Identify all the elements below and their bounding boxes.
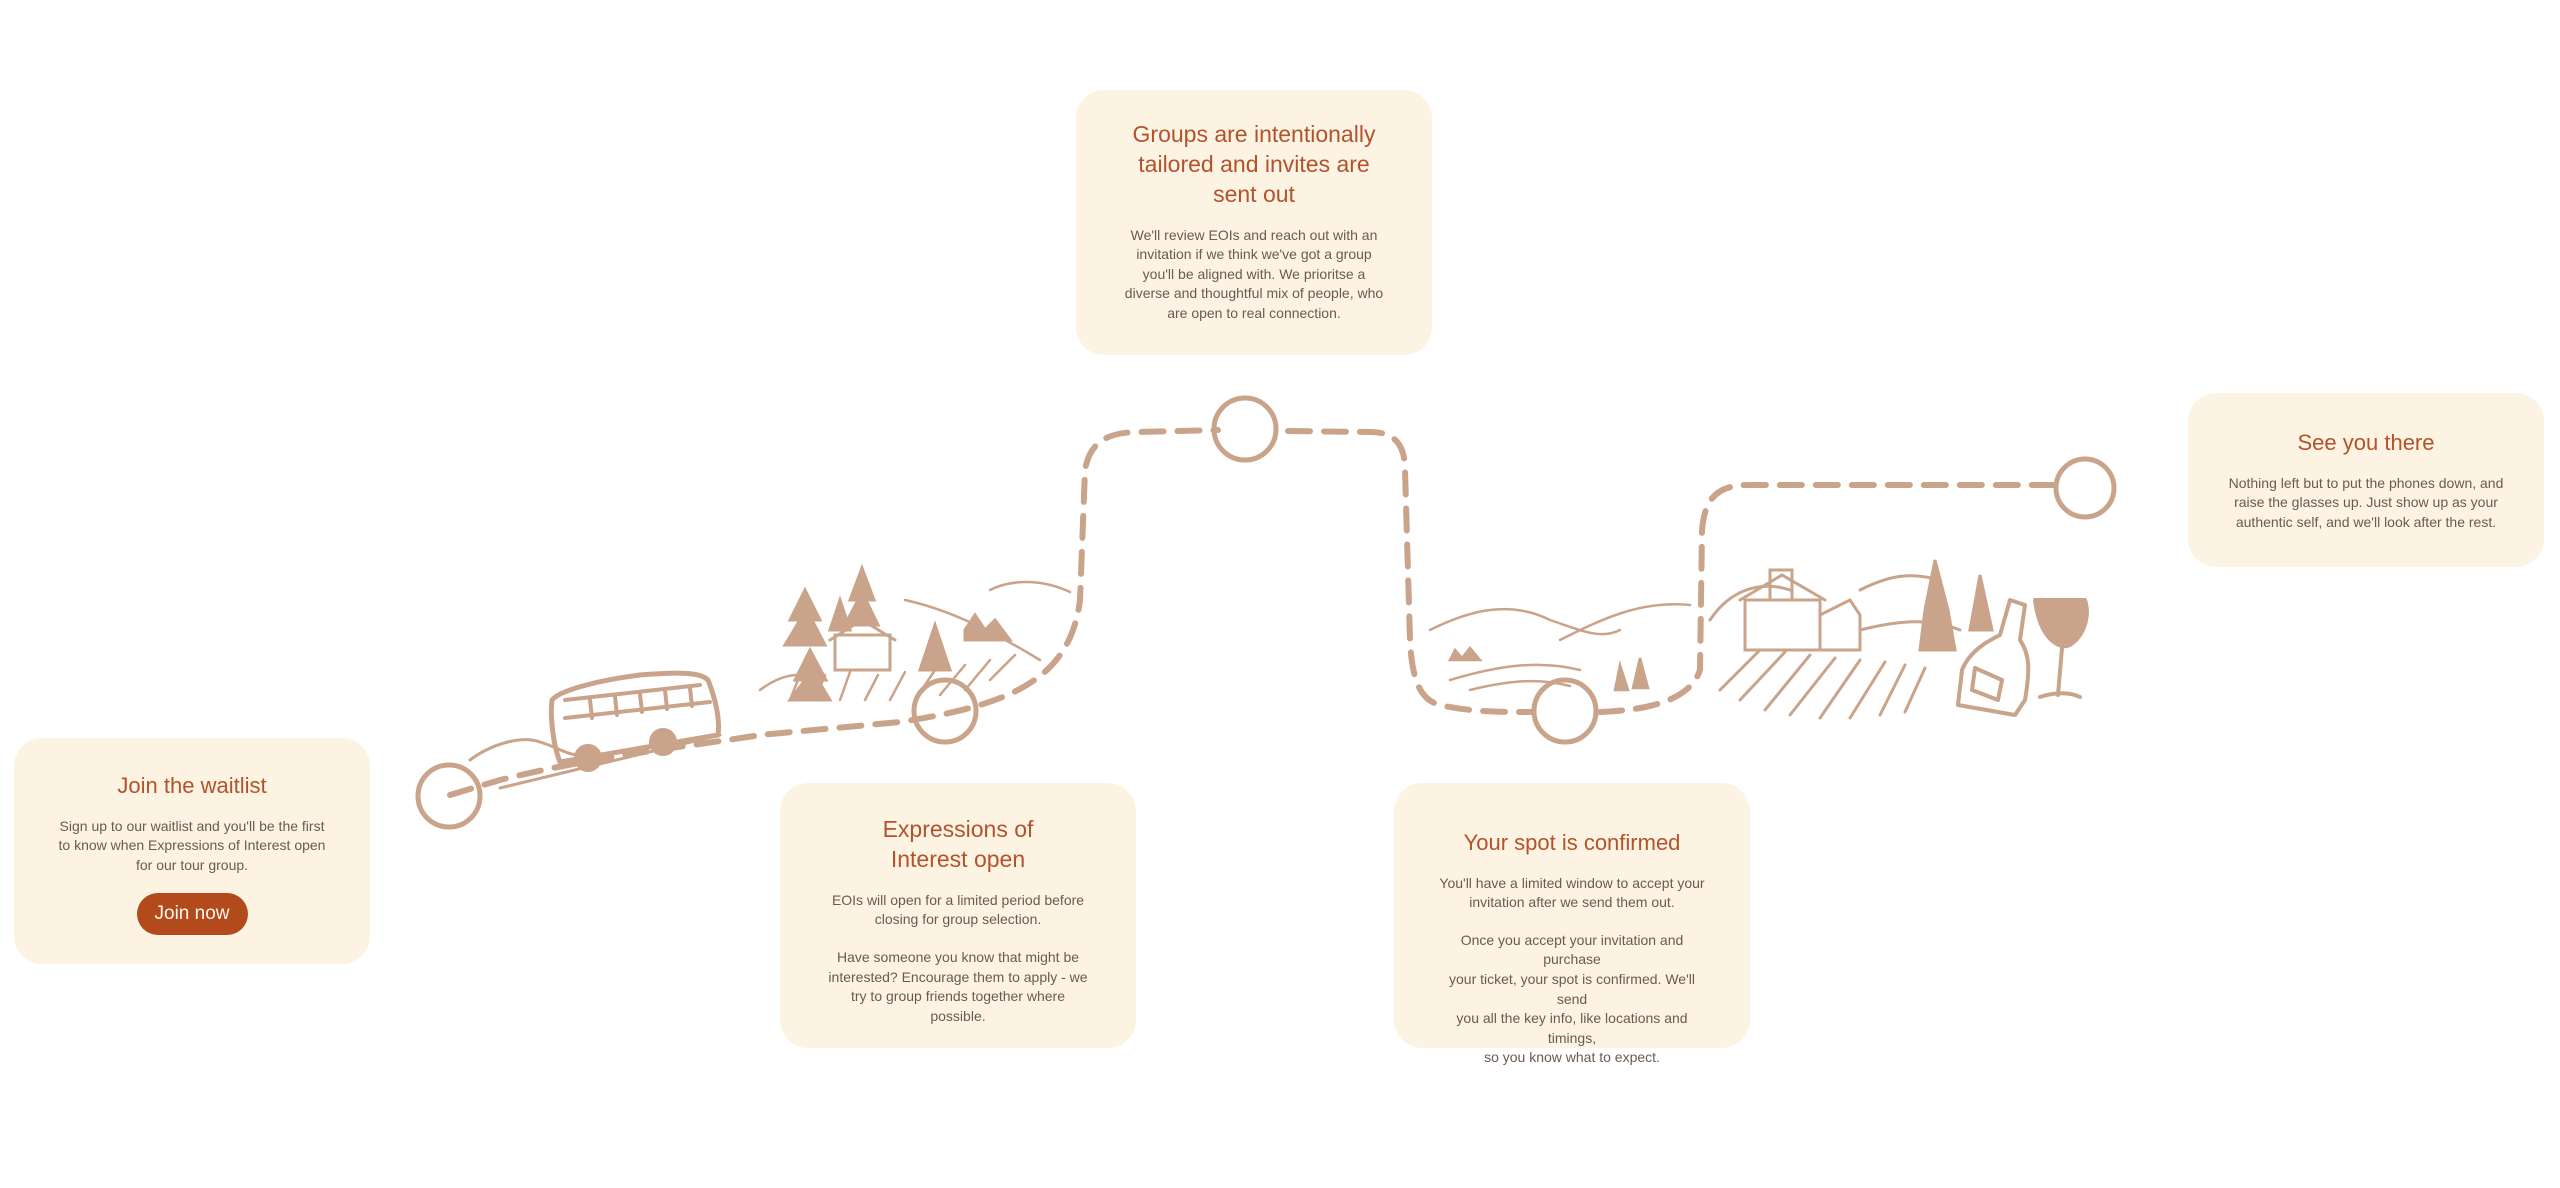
step-title: Expressions of Interest open [882,816,1034,872]
step-card-see-you-there: See you there Nothing left but to put th… [2188,393,2544,567]
step-description: EOIs will open for a limited period befo… [831,891,1085,928]
step-card-spot-confirmed: Your spot is confirmed You'll have a lim… [1394,783,1750,1065]
step-marker-2 [911,677,979,745]
step-title: See you there [2297,430,2435,455]
step-description: We'll review EOIs and reach out with an … [1124,226,1384,322]
step-description: Sign up to our waitlist and you'll be th… [58,817,326,873]
step-card-join-waitlist: Join the waitlist Sign up to our waitlis… [14,738,370,964]
step-marker-1 [415,762,483,830]
step-description: Once you accept your invitation and purc… [1449,931,1695,1066]
wine-bottle-glass-icon [1956,598,2089,717]
hills-icon [1428,603,1692,692]
step-description: Nothing left but to put the phones down,… [2228,474,2504,530]
step-card-groups-tailored: Groups are intentionally tailored and in… [1076,90,1432,355]
step-title: Join the waitlist [117,773,267,798]
step-marker-4 [1531,677,1599,745]
vineyard-villa-icon [1708,559,1994,720]
join-now-button[interactable]: Join now [136,893,248,936]
step-marker-5 [2053,456,2117,520]
step-marker-3 [1211,395,1279,463]
step-description: You'll have a limited window to accept y… [1439,874,1705,911]
step-title: Groups are intentionally tailored and in… [1132,121,1376,207]
route-dashed-path [447,427,2063,798]
step-card-expressions-of-interest: Expressions of Interest open EOIs will o… [780,783,1136,1048]
bus-icon [468,670,722,790]
step-description: Have someone you know that might be inte… [828,948,1088,1024]
countryside-farm-icon [758,563,1072,702]
step-title: Your spot is confirmed [1463,830,1681,855]
